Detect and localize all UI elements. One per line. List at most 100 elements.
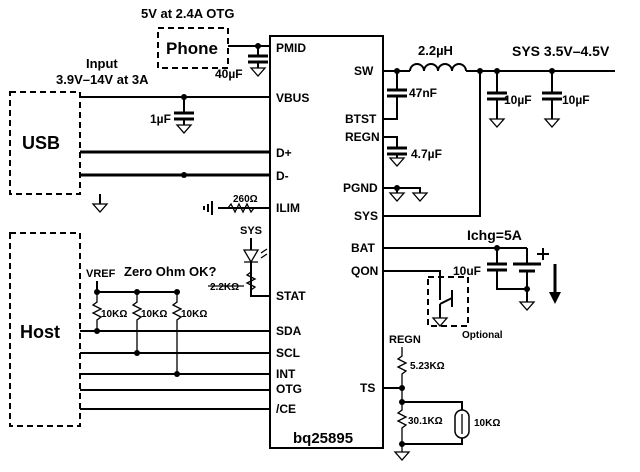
pin-sys: SYS: [354, 209, 378, 223]
pin-sw: SW: [354, 64, 374, 78]
ts-res-bottom: [396, 388, 408, 452]
ts-ground-icon: [393, 451, 411, 461]
bat-cap-label: 10uF: [453, 264, 481, 278]
ic-name: bq25895: [293, 430, 353, 447]
btst-wire: [383, 96, 398, 120]
pullup-1-label: 10KΩ: [101, 309, 127, 320]
optional-label: Optional: [462, 330, 503, 341]
pullup-res-3: [171, 292, 183, 374]
usb-label: USB: [22, 133, 60, 153]
ic-body: [269, 35, 384, 449]
led-icon: [242, 249, 260, 264]
stat-resistor: [245, 271, 257, 291]
ilim-ground-icon: [203, 201, 213, 215]
phone-label: Phone: [166, 39, 218, 58]
qon-switch-icon: [439, 290, 453, 318]
battery-plus-icon: [537, 248, 549, 260]
pgnd-ground-icon-2: [411, 192, 429, 202]
qon-switch-box: [427, 276, 469, 327]
regn-ts-label: REGN: [389, 334, 421, 346]
led-rays: [260, 248, 268, 259]
pullup-res-1: [91, 292, 103, 331]
btst-cap-label: 47nF: [409, 86, 437, 100]
pin-scl: SCL: [276, 346, 300, 360]
pin-otg: OTG: [276, 382, 302, 396]
thermistor-node-2: [399, 441, 405, 447]
pullup-2-label: 10KΩ: [141, 309, 167, 320]
qon-wire: [383, 270, 441, 296]
stat-wire: [250, 262, 270, 297]
regn-wire: [383, 136, 398, 148]
pin-int: INT: [276, 367, 296, 381]
thermistor-label: 10KΩ: [474, 418, 500, 429]
pin-sda: SDA: [276, 324, 302, 338]
sys-led-label: SYS: [240, 225, 262, 237]
ilim-resistor: [227, 202, 255, 214]
thermistor-wire: [402, 401, 463, 445]
bat-cap-lead2: [496, 270, 527, 290]
regn-capacitor: [387, 146, 407, 156]
battery-icon: [513, 262, 541, 273]
otg-label: 5V at 2.4A OTG: [141, 6, 234, 21]
vbus-cap-label: 1µF: [150, 112, 171, 126]
pin-regn: REGN: [345, 130, 380, 144]
usb-ground-icon: [91, 203, 109, 213]
usb-block: [9, 91, 81, 195]
ts-res-top-label: 5.23KΩ: [410, 361, 445, 372]
regn-ground-icon: [388, 157, 406, 167]
regn-cap-label: 4.7µF: [411, 147, 442, 161]
pin-stat: STAT: [276, 289, 306, 303]
thermistor-node-1: [399, 399, 405, 405]
vbus-capacitor: [174, 111, 194, 121]
sys-cap1-ground-icon: [488, 118, 506, 128]
pin-pmid: PMID: [276, 41, 306, 55]
scl-node: [134, 350, 140, 356]
ichg-label: Ichg=5A: [467, 227, 522, 243]
ts-res-bottom-label: 30.1KΩ: [408, 416, 443, 427]
battery-node: [524, 286, 530, 292]
pin-ts: TS: [360, 381, 375, 395]
pgnd-wire: [383, 187, 421, 193]
pin-ilim: ILIM: [276, 201, 300, 215]
sys-output-label: SYS 3.5V–4.5V: [512, 43, 610, 59]
sys-capacitor-2: [542, 91, 562, 101]
pullup-res-2: [131, 292, 143, 353]
input-label-line2: 3.9V–14V at 3A: [56, 72, 149, 87]
zero-ohm-note: Zero Ohm OK?: [124, 264, 217, 279]
charge-arrowhead: [549, 292, 561, 304]
sys-feedback-wire: [383, 71, 481, 217]
sys-cap2-label: 10µF: [562, 93, 590, 107]
host-block: [9, 232, 81, 427]
pin-btst: BTST: [345, 112, 377, 126]
vbus-ground-icon: [175, 124, 193, 134]
thermistor-icon: [454, 409, 470, 439]
pin-qon: QON: [351, 264, 378, 278]
pin-ce: /CE: [276, 402, 296, 416]
phone-block: [157, 27, 229, 69]
qon-ground-icon: [431, 317, 449, 327]
inductor: [409, 63, 467, 72]
pmid-ground-icon: [249, 67, 267, 77]
pmid-cap-label: 40µF: [215, 67, 243, 81]
battery-ground-icon: [518, 301, 536, 311]
int-node: [174, 371, 180, 377]
pin-bat: BAT: [351, 241, 375, 255]
sys-cap1-label: 10µF: [504, 93, 532, 107]
pin-dplus: D+: [276, 146, 292, 160]
pin-vbus: VBUS: [276, 91, 309, 105]
ts-res-top: [396, 347, 408, 388]
bat-capacitor: [487, 262, 507, 272]
pgnd-ground-icon-1: [388, 192, 406, 202]
btst-capacitor: [387, 88, 407, 98]
sys-cap2-ground-icon: [543, 118, 561, 128]
pin-pgnd: PGND: [343, 181, 378, 195]
dminus-node: [181, 172, 187, 178]
vref-label: VREF: [86, 268, 116, 280]
host-label: Host: [20, 322, 60, 342]
ilim-res-label: 260Ω: [233, 194, 258, 205]
pullup-3-label: 10KΩ: [181, 309, 207, 320]
stat-res-label: 2.2KΩ: [210, 282, 239, 293]
inductor-label: 2.2µH: [418, 43, 453, 58]
input-label-line1: Input: [86, 56, 118, 71]
